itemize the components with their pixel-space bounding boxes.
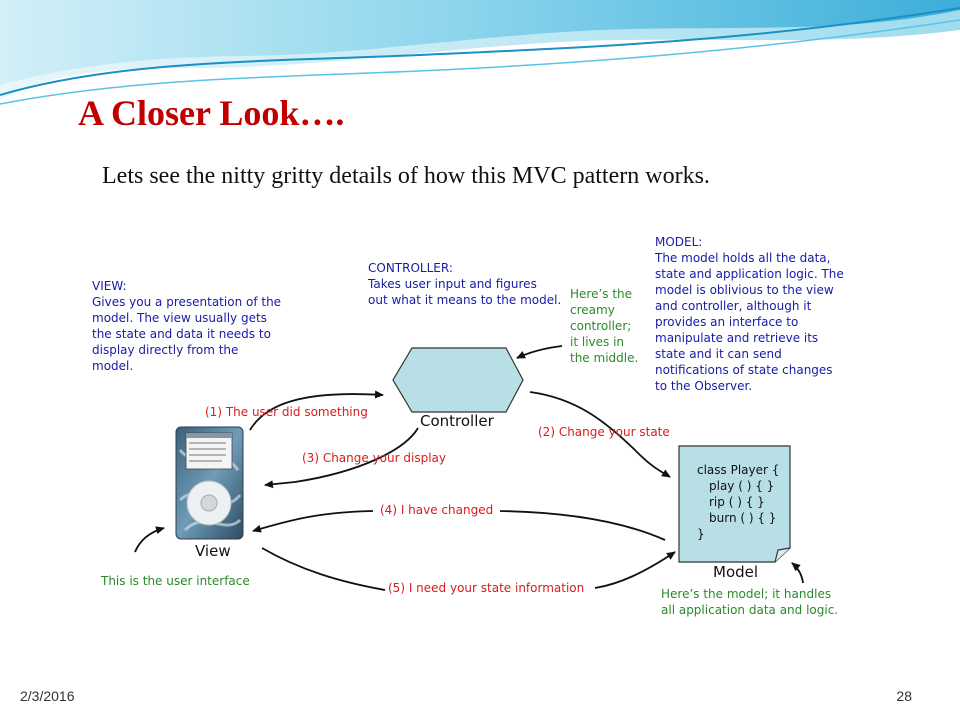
slide-number: 28 <box>896 688 912 704</box>
controller-note: CONTROLLER: Takes user input and figures… <box>367 261 561 307</box>
header-wave-decoration <box>0 0 960 105</box>
view-label: View <box>195 542 231 560</box>
ui-pointer-arrow <box>134 526 165 553</box>
label-change-your-state: (2) Change your state <box>538 425 670 439</box>
arrow-i-have-changed <box>253 510 666 541</box>
arrow-change-your-state <box>529 391 671 478</box>
arrow-user-did-something <box>249 390 384 431</box>
arrow-need-state-information <box>261 548 675 591</box>
model-label: Model <box>713 563 758 581</box>
creamy-pointer-arrow <box>516 345 563 359</box>
creamy-controller-note: Here’s the creamy controller; it lives i… <box>570 287 638 365</box>
footer-date: 2/3/2016 <box>20 688 75 704</box>
model-pointer-arrow <box>791 562 804 584</box>
arrow-change-your-display <box>264 427 419 489</box>
label-change-your-display: (3) Change your display <box>302 451 446 465</box>
user-interface-note: This is the user interface <box>100 574 250 588</box>
slide-title: A Closer Look…. <box>78 93 345 133</box>
model-note: MODEL: The model holds all the data, sta… <box>654 235 848 393</box>
controller-hexagon <box>392 347 524 413</box>
model-code: class Player { play ( ) { } rip ( ) { } … <box>697 463 783 541</box>
controller-label: Controller <box>420 412 495 430</box>
model-here-note: Here’s the model; it handles all applica… <box>661 587 838 617</box>
slide-subtitle: Lets see the nitty gritty details of how… <box>102 163 710 189</box>
label-need-state-information: (5) I need your state information <box>388 581 584 595</box>
ipod-view-device <box>175 426 244 540</box>
label-i-have-changed: (4) I have changed <box>380 503 493 517</box>
view-note: VIEW: Gives you a presentation of the mo… <box>92 279 285 373</box>
mvc-diagram: VIEW: Gives you a presentation of the mo… <box>92 235 848 617</box>
label-user-did-something: (1) The user did something <box>205 405 368 419</box>
model-document <box>678 445 791 563</box>
